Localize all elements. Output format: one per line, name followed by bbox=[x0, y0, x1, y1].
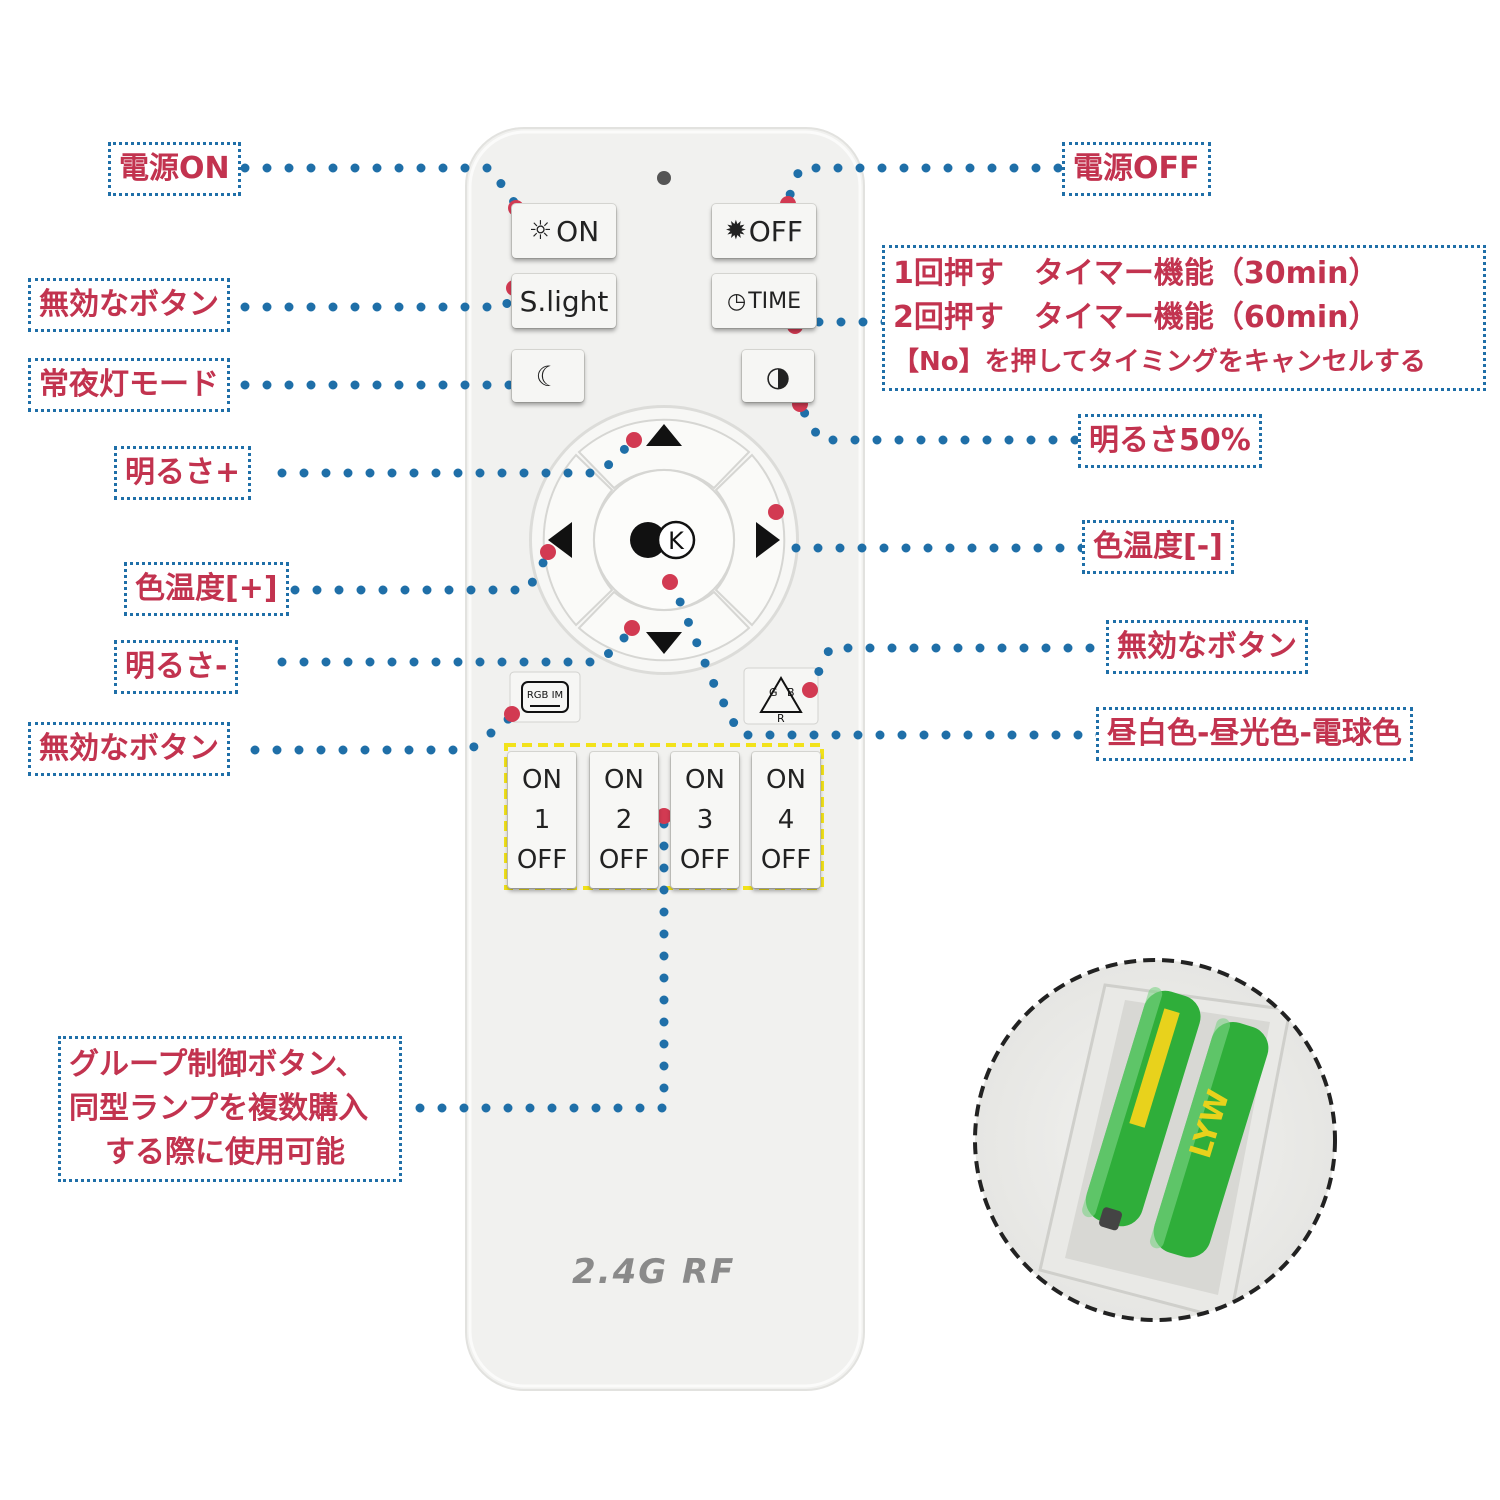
label-color-cycle: 昼白色-昼光色-電球色 bbox=[1096, 707, 1413, 761]
label-brightness-50: 明るさ50% bbox=[1078, 414, 1262, 468]
power-on-label: ON bbox=[556, 214, 600, 248]
group-off-label: OFF bbox=[598, 845, 650, 875]
group-off-label: OFF bbox=[679, 845, 731, 875]
rgb-mode-icon: RGB IM bbox=[509, 671, 581, 723]
connector-lines bbox=[240, 163, 1105, 1113]
group-button-1[interactable]: ON 1 OFF bbox=[508, 752, 576, 888]
group-number: 4 bbox=[777, 805, 795, 835]
timer-line-1: 1回押す タイマー機能（30min） bbox=[893, 256, 1379, 291]
label-group-control: グループ制御ボタン、 同型ランプを複数購入 する際に使用可能 bbox=[58, 1036, 402, 1182]
timer-line-3: 【No】を押してタイミングをキャンセルする bbox=[893, 347, 1426, 377]
down-arrow-icon[interactable] bbox=[646, 632, 682, 654]
svg-text:RGB IM: RGB IM bbox=[527, 690, 563, 701]
group-on-label: ON bbox=[685, 765, 725, 795]
sun-filled-icon: ✹ bbox=[724, 216, 747, 246]
label-power-off: 電源OFF bbox=[1062, 142, 1211, 196]
half-sun-icon: ◑ bbox=[765, 359, 791, 393]
slight-button[interactable]: S.light bbox=[512, 274, 616, 328]
brightness-50-button[interactable]: ◑ bbox=[742, 350, 814, 402]
group-number: 1 bbox=[533, 805, 551, 835]
color-cycle-icon: G B R bbox=[743, 667, 819, 725]
left-arrow-icon[interactable] bbox=[548, 522, 572, 558]
group-off-label: OFF bbox=[760, 845, 812, 875]
clock-icon: ◷ bbox=[726, 288, 747, 314]
group-on-label: ON bbox=[604, 765, 644, 795]
up-arrow-icon[interactable] bbox=[646, 424, 682, 446]
group-off-label: OFF bbox=[516, 845, 568, 875]
label-timer: 1回押す タイマー機能（30min） 2回押す タイマー機能（60min） 【N… bbox=[882, 245, 1486, 391]
label-invalid-3: 無効なボタン bbox=[28, 722, 230, 776]
power-off-label: OFF bbox=[748, 214, 804, 248]
color-temp-k-icon[interactable]: K bbox=[630, 520, 696, 560]
group-line-1: グループ制御ボタン、 bbox=[69, 1047, 366, 1082]
group-line-3: する際に使用可能 bbox=[105, 1135, 345, 1170]
label-power-on: 電源ON bbox=[108, 142, 241, 196]
group-on-label: ON bbox=[766, 765, 806, 795]
group-number: 3 bbox=[696, 805, 714, 835]
moon-star-icon: ☾ bbox=[535, 359, 561, 393]
svg-text:G: G bbox=[769, 686, 778, 699]
timer-line-2: 2回押す タイマー機能（60min） bbox=[893, 300, 1379, 335]
battery-inset: LYW bbox=[973, 958, 1337, 1322]
label-brightness-plus: 明るさ+ bbox=[114, 446, 252, 500]
timer-button[interactable]: ◷ TIME bbox=[712, 274, 816, 328]
group-line-2: 同型ランプを複数購入 bbox=[69, 1091, 369, 1126]
label-invalid-2: 無効なボタン bbox=[1106, 620, 1308, 674]
timer-label: TIME bbox=[748, 288, 801, 314]
group-on-label: ON bbox=[522, 765, 562, 795]
power-on-button[interactable]: ☼ ON bbox=[512, 204, 616, 258]
right-arrow-icon[interactable] bbox=[756, 522, 780, 558]
group-button-3[interactable]: ON 3 OFF bbox=[671, 752, 739, 888]
rf-footer: 2.4G RF bbox=[572, 1252, 736, 1292]
svg-text:B: B bbox=[787, 686, 795, 699]
label-night-mode: 常夜灯モード bbox=[28, 358, 230, 412]
led-indicator bbox=[657, 171, 671, 185]
remote-body bbox=[465, 127, 865, 1391]
label-color-temp-minus: 色温度[-] bbox=[1082, 520, 1234, 574]
dpad: K bbox=[529, 405, 799, 675]
power-off-button[interactable]: ✹ OFF bbox=[712, 204, 816, 258]
night-mode-button[interactable]: ☾ bbox=[512, 350, 584, 402]
svg-text:R: R bbox=[777, 712, 785, 725]
slight-label: S.light bbox=[519, 284, 609, 318]
sun-outline-icon: ☼ bbox=[528, 216, 553, 246]
label-invalid-1: 無効なボタン bbox=[28, 278, 230, 332]
svg-text:K: K bbox=[668, 527, 685, 555]
group-number: 2 bbox=[615, 805, 633, 835]
group-button-2[interactable]: ON 2 OFF bbox=[590, 752, 658, 888]
label-color-temp-plus: 色温度[+] bbox=[124, 562, 289, 616]
group-button-4[interactable]: ON 4 OFF bbox=[752, 752, 820, 888]
label-brightness-minus: 明るさ- bbox=[114, 640, 239, 694]
